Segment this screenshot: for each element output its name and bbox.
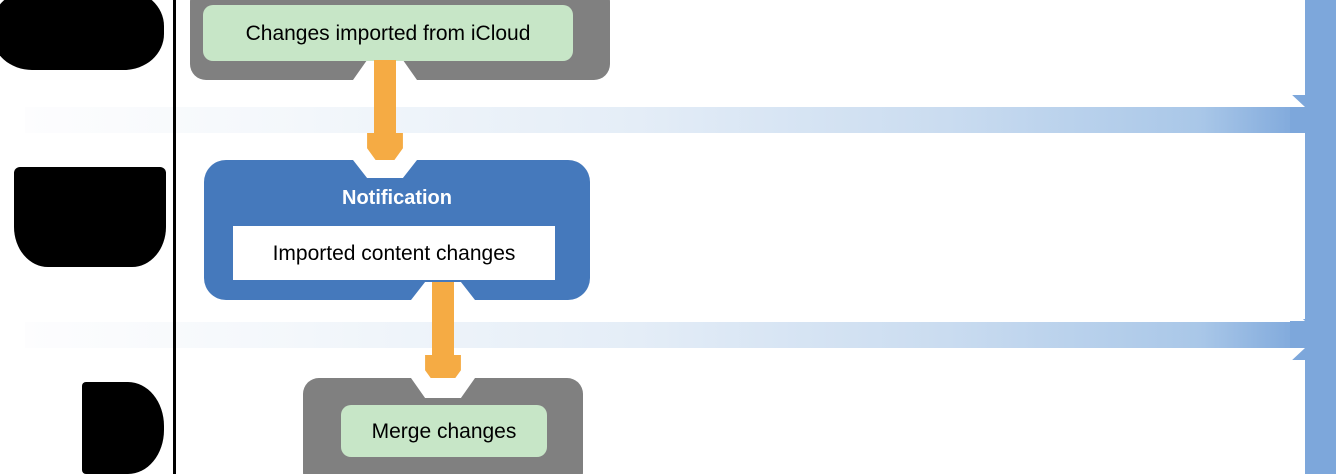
swimlane-band-2: [25, 322, 1303, 348]
swimlane-band-1: [25, 107, 1303, 133]
redacted-lane-label-2: [14, 167, 166, 267]
node-merge-changes[interactable]: Merge changes: [341, 405, 547, 457]
node-imported-content-changes[interactable]: Imported content changes: [233, 226, 555, 280]
spine-notch-top: [1290, 0, 1305, 95]
notification-title: Notification: [342, 187, 452, 209]
notification-top-arrow-notch: [353, 160, 417, 178]
spine-notch-middle: [1290, 133, 1305, 319]
redacted-lane-label-3: [82, 382, 164, 474]
spine-notch-bottom: [1290, 360, 1305, 474]
node-changes-imported[interactable]: Changes imported from iCloud: [203, 5, 573, 61]
arrow-shaft: [374, 60, 396, 142]
arrow-shaft: [432, 282, 454, 364]
group-bottom-arrow-notch: [411, 378, 475, 398]
redacted-lane-label-1: [0, 0, 164, 70]
lane-divider-rule: [173, 0, 176, 474]
